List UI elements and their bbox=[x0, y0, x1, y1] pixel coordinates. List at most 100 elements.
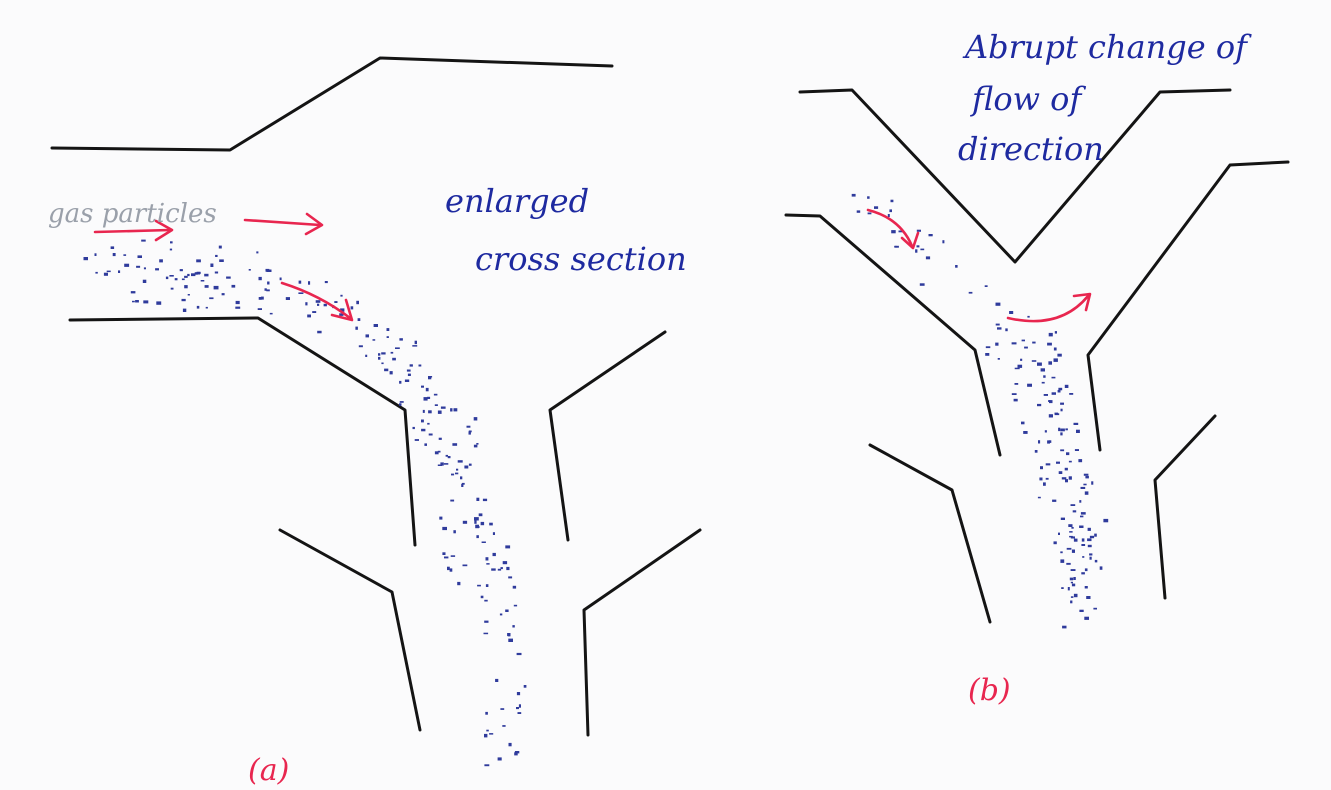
particle-dot bbox=[1027, 383, 1032, 387]
particle-dot bbox=[512, 625, 515, 628]
particle-dot bbox=[235, 306, 241, 309]
particle-dot bbox=[421, 385, 424, 388]
particle-dot bbox=[474, 517, 479, 521]
diagram-b-arrow-1-head bbox=[900, 231, 920, 250]
particle-dot bbox=[1053, 541, 1057, 545]
particle-dot bbox=[500, 567, 503, 570]
particle-dot bbox=[434, 404, 438, 406]
particle-dot bbox=[856, 210, 861, 213]
particle-dot bbox=[1049, 400, 1053, 404]
particle-dot bbox=[143, 267, 146, 270]
particle-dot bbox=[1039, 477, 1043, 481]
particle-dot bbox=[226, 276, 231, 279]
diagram-a-arrow-2-head bbox=[304, 212, 324, 236]
particle-dot bbox=[1009, 311, 1014, 314]
particle-dot bbox=[1103, 518, 1109, 523]
particle-dot bbox=[1081, 572, 1085, 575]
particle-dot bbox=[495, 678, 499, 682]
particle-dot bbox=[462, 520, 468, 524]
particle-dot bbox=[392, 357, 396, 361]
particle-dot bbox=[440, 406, 446, 409]
particle-dot bbox=[442, 526, 447, 531]
particle-dot bbox=[1038, 440, 1041, 444]
particle-dot bbox=[894, 245, 897, 248]
particle-dot bbox=[424, 443, 427, 446]
particle-dot bbox=[404, 379, 410, 382]
particle-dot bbox=[1089, 553, 1093, 556]
particle-dot bbox=[1048, 332, 1053, 337]
particle-dot bbox=[476, 443, 479, 445]
particle-dot bbox=[169, 248, 173, 251]
particle-dot bbox=[95, 271, 98, 274]
particle-dot bbox=[1081, 544, 1086, 546]
particle-dot bbox=[919, 283, 925, 286]
particle-dot bbox=[1080, 512, 1086, 515]
particle-dot bbox=[422, 409, 425, 413]
particle-dot bbox=[1021, 421, 1025, 425]
particle-dot bbox=[450, 499, 455, 502]
particle-dot bbox=[219, 259, 224, 262]
particle-dot bbox=[492, 532, 495, 535]
particle-dot bbox=[453, 408, 458, 412]
particle-dot bbox=[925, 256, 931, 260]
particle-dot bbox=[1048, 414, 1053, 418]
particle-dot bbox=[1005, 328, 1008, 332]
particle-dot bbox=[1058, 427, 1061, 432]
particle-dot bbox=[995, 323, 1000, 326]
particle-dot bbox=[135, 300, 139, 303]
particle-dot bbox=[502, 561, 508, 565]
particle-dot bbox=[258, 297, 262, 300]
particle-dot bbox=[378, 356, 381, 360]
particle-dot bbox=[407, 373, 411, 376]
particle-dot bbox=[437, 410, 442, 414]
particle-dot bbox=[867, 196, 870, 199]
particle-dot bbox=[1011, 393, 1017, 395]
diagram-b-right-wall bbox=[1086, 160, 1290, 452]
particle-dot bbox=[248, 269, 251, 271]
particle-dot bbox=[1073, 538, 1078, 542]
particle-dot bbox=[1040, 466, 1043, 470]
particle-dot bbox=[514, 751, 520, 754]
particle-dot bbox=[480, 595, 484, 599]
particle-dot bbox=[1083, 473, 1089, 476]
particle-dot bbox=[1087, 527, 1091, 531]
particle-dot bbox=[1045, 477, 1049, 480]
particle-dot bbox=[995, 342, 999, 346]
particle-dot bbox=[1023, 431, 1028, 434]
particle-dot bbox=[317, 330, 322, 334]
particle-dot bbox=[427, 396, 431, 399]
particle-dot bbox=[1064, 467, 1068, 471]
particle-dot bbox=[315, 300, 321, 303]
particle-dot bbox=[437, 450, 441, 453]
particle-dot bbox=[260, 296, 264, 300]
particle-dot bbox=[1054, 331, 1057, 334]
particle-dot bbox=[215, 254, 218, 257]
particle-dot bbox=[1066, 452, 1070, 456]
particle-dot bbox=[1078, 459, 1083, 463]
particle-dot bbox=[445, 454, 448, 457]
diagram-b-annotation-line-1: Abrupt change of bbox=[962, 28, 1252, 66]
particle-dot bbox=[187, 294, 190, 296]
particle-dot bbox=[1070, 600, 1073, 604]
diagram-b: Abrupt change of flow of direction (b) bbox=[784, 28, 1290, 708]
particle-dot bbox=[357, 318, 361, 321]
particle-dot bbox=[483, 632, 489, 635]
diagram-a-arrow-3 bbox=[280, 281, 352, 320]
particle-dot bbox=[489, 733, 494, 735]
particle-dot bbox=[414, 439, 419, 441]
particle-dot bbox=[895, 245, 899, 248]
particle-dot bbox=[484, 764, 490, 767]
particle-dot bbox=[308, 281, 311, 285]
particle-dot bbox=[1083, 483, 1087, 486]
particle-dot bbox=[1040, 368, 1045, 372]
particle-dot bbox=[513, 604, 518, 607]
particle-dot bbox=[425, 387, 429, 392]
particle-dot bbox=[1060, 551, 1063, 554]
particle-dot bbox=[155, 268, 159, 271]
particle-dot bbox=[1058, 532, 1060, 535]
particle-dot bbox=[137, 255, 142, 258]
particle-dot bbox=[851, 193, 856, 197]
particle-dot bbox=[464, 465, 469, 469]
particle-dot bbox=[507, 633, 511, 636]
particle-dot bbox=[1061, 477, 1067, 480]
